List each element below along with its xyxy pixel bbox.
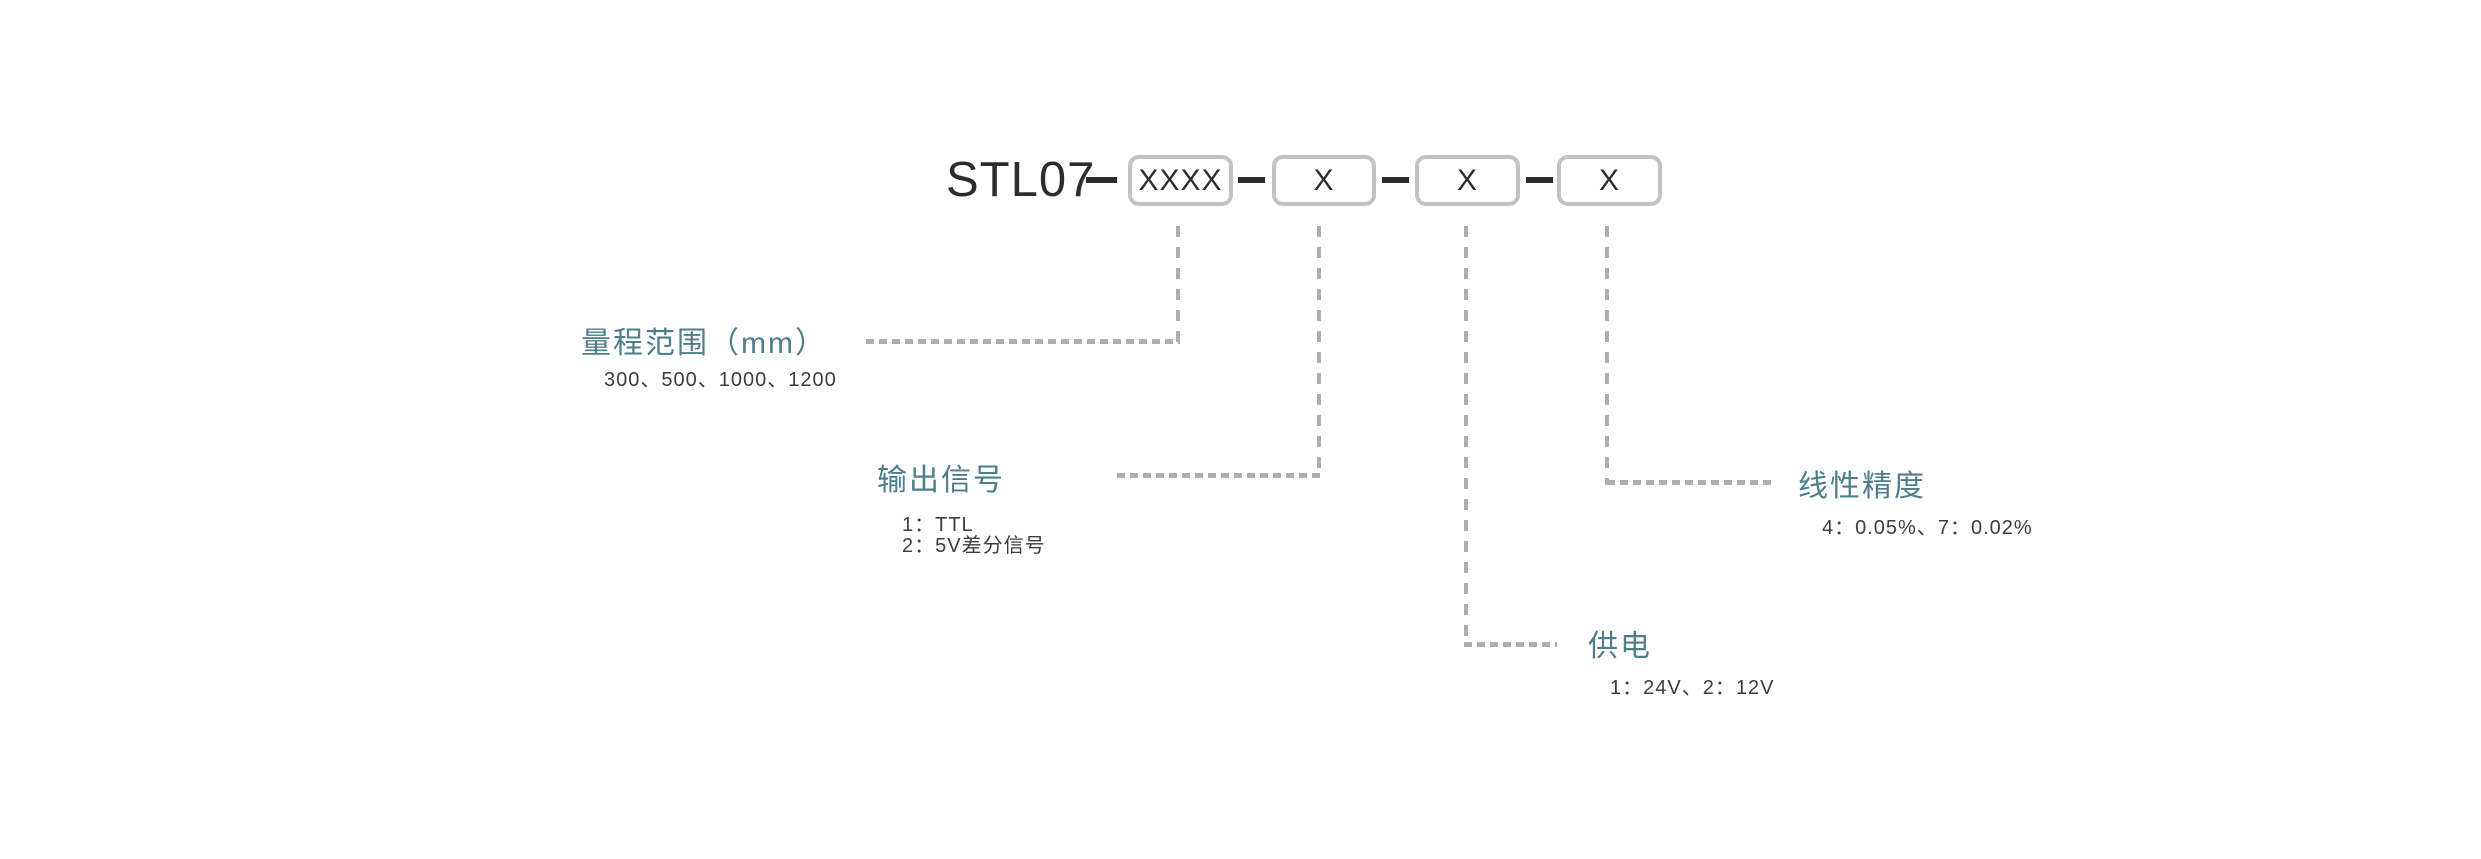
segment-box-linearity: X [1557,155,1662,206]
range-option-values: 300、500、1000、1200 [604,369,837,391]
output-signal-options: 1：TTL 2：5V差分信号 [902,515,1046,557]
segment-box-output-signal: X [1272,155,1376,206]
model-prefix: STL07 [946,153,1096,207]
linearity-option-values: 4：0.05%、7：0.02% [1822,517,2033,539]
power-supply-label: 供电 [1588,630,1652,663]
range-label: 量程范围（mm） [581,327,827,360]
prefix-dash [1086,177,1117,183]
leader-horizontal-power-supply [1464,642,1557,647]
segment-box-range: XXXX [1128,155,1233,206]
leader-vertical-power-supply [1464,226,1468,647]
linearity-label: 线性精度 [1798,470,1926,503]
segment-separator-dash [1526,177,1553,183]
power-supply-options: 1：24V、2：12V [1610,678,1774,699]
leader-vertical-range [1176,226,1180,344]
leader-vertical-output-signal [1317,226,1321,478]
output-signal-label: 输出信号 [877,464,1005,497]
leader-horizontal-output-signal [1117,473,1321,478]
segment-box-power-supply: X [1415,155,1520,206]
leader-horizontal-linearity [1607,480,1775,485]
leader-horizontal-range [866,339,1180,344]
leader-vertical-linearity [1605,226,1609,485]
output-signal-option-2: 2：5V差分信号 [902,535,1046,557]
segment-separator-dash [1382,177,1409,183]
output-signal-option-1: 1：TTL [902,514,974,536]
segment-separator-dash [1238,177,1265,183]
range-options: 300、500、1000、1200 [604,370,837,391]
linearity-options: 4：0.05%、7：0.02% [1822,518,2033,539]
power-supply-option-values: 1：24V、2：12V [1610,677,1775,699]
